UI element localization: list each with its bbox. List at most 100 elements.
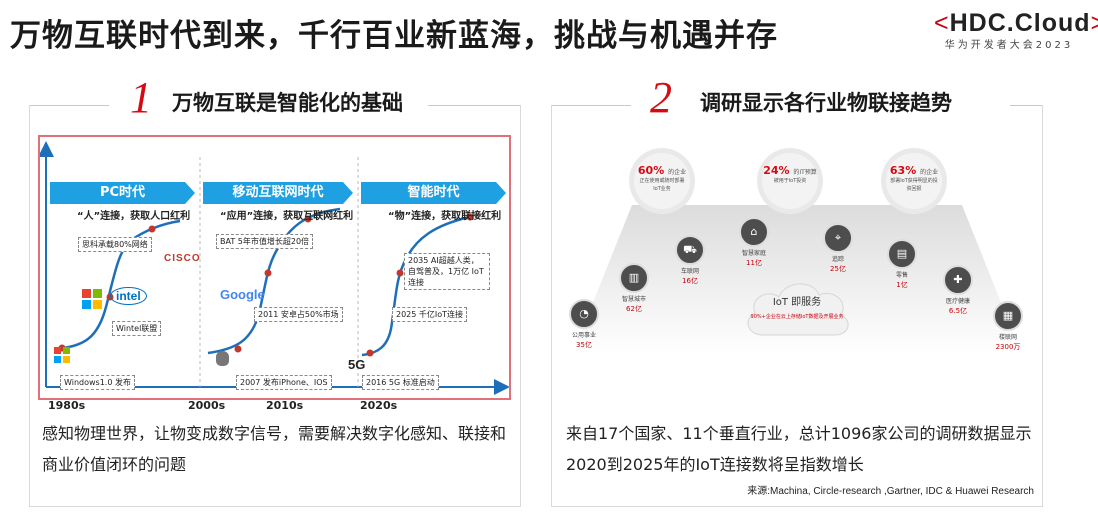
logo-brand: HDC.Cloud bbox=[949, 9, 1091, 37]
cloud-desc: 90%+企业在云上存储IoT数据及开展业务 bbox=[750, 314, 844, 320]
industry-value: 11亿 bbox=[746, 259, 762, 267]
era-tick: 2000s bbox=[188, 399, 226, 412]
milestone-label: Wintel联盟 bbox=[112, 321, 162, 336]
milestone-dot bbox=[148, 225, 156, 233]
left-panel: PC时代 移动互联网时代 智能时代 “人”连接，获取人口红利 “应用”连接，获取… bbox=[29, 105, 521, 507]
car-icon: ⛟ bbox=[675, 235, 705, 265]
milestone-label: 思科承载80%网络 bbox=[78, 237, 152, 252]
industry-value: 62亿 bbox=[626, 305, 642, 313]
left-panel-number: 1 bbox=[130, 73, 152, 122]
milestone-dot bbox=[304, 215, 312, 223]
logo-right-bracket: > bbox=[1091, 9, 1098, 37]
logo-subtitle: 华为开发者大会2023 bbox=[944, 40, 1074, 51]
stat-pct: 24% bbox=[763, 164, 790, 177]
google-logo: Google bbox=[220, 287, 265, 302]
5g-logo: 5G bbox=[348, 357, 366, 372]
building-icon: ▥ bbox=[619, 263, 649, 293]
industry-label: 智慧城市 bbox=[621, 296, 646, 303]
industry-value: 35亿 bbox=[576, 341, 592, 349]
era-pc-subtitle: “人”连接，获取人口红利 bbox=[77, 211, 191, 222]
medical-icon: ✚ bbox=[943, 265, 973, 295]
era-tick: 2010s bbox=[266, 399, 304, 412]
windows-logo bbox=[54, 347, 70, 363]
milestone-label: 2011 安卓占50%市场 bbox=[254, 307, 343, 322]
left-header-line bbox=[29, 105, 109, 106]
stat-desc: 被用于IoT投资 bbox=[773, 178, 807, 184]
milestone-label: 2025 千亿IoT连接 bbox=[392, 307, 468, 322]
right-panel: 60% 的企业 正在使用或随时部署IoT业务 24% 的IT预算 被用于IoT投… bbox=[551, 105, 1043, 507]
right-header-line bbox=[1010, 105, 1043, 106]
right-panel-title: 调研显示各行业物联接趋势 bbox=[700, 91, 952, 115]
smart-era-curve bbox=[361, 215, 471, 357]
milestone-label: 2007 发布iPhone、IOS bbox=[236, 375, 332, 390]
cisco-logo: CISCO bbox=[164, 253, 201, 264]
era-smart-banner: 智能时代 bbox=[361, 182, 506, 204]
stat-desc: 正在使用或随时部署IoT业务 bbox=[639, 178, 685, 192]
industry-smart-city: ▥ 智慧城市 62亿 bbox=[614, 263, 654, 314]
stat-unit: 的IT预算 bbox=[793, 169, 817, 176]
stat-pct: 63% bbox=[889, 164, 917, 177]
logo-left-bracket: < bbox=[934, 9, 950, 37]
location-icon: ⌖ bbox=[823, 223, 853, 253]
milestone-dot bbox=[366, 349, 374, 357]
hdc-cloud-logo: <HDC.Cloud> 华为开发者大会2023 bbox=[934, 8, 1098, 51]
right-caption: 来自17个国家、11个垂直行业，总计1096家公司的调研数据显示2020到202… bbox=[566, 424, 1032, 474]
era-smart-subtitle: “物”连接，获取联接红利 bbox=[388, 211, 502, 222]
left-caption: 感知物理世界，让物变成数字信号，需要解决数字化感知、联接和商业价值闭环的问题 bbox=[42, 424, 507, 474]
mobile-era-curve bbox=[207, 207, 341, 355]
left-header-line bbox=[428, 105, 521, 106]
industry-label: 医疗健康 bbox=[945, 298, 970, 305]
page-title: 万物互联时代到来，千行百业新蓝海，挑战与机遇并存 bbox=[10, 18, 778, 54]
home-icon: ⌂ bbox=[739, 217, 769, 247]
iot-cloud: IoT 即服务 90%+企业在云上存储IoT数据及开展业务 bbox=[741, 275, 853, 341]
cloud-title: IoT 即服务 bbox=[772, 297, 822, 308]
industry-utility: ◔ 公用事业 35亿 bbox=[564, 299, 604, 350]
stat-desc: 部署IoT获得明显的投资回报 bbox=[890, 178, 938, 192]
stat-unit: 的企业 bbox=[668, 169, 687, 176]
right-header-line bbox=[551, 105, 631, 106]
industry-tracking: ⌖ 追踪 25亿 bbox=[818, 223, 858, 274]
industry-retail: ▤ 零售 1亿 bbox=[882, 239, 922, 290]
stat-circle: 63% 的企业 部署IoT获得明显的投资回报 bbox=[886, 153, 942, 209]
era-mobile-banner: 移动互联网时代 bbox=[203, 182, 353, 204]
stat-pct: 60% bbox=[637, 164, 665, 177]
industry-label: 追踪 bbox=[831, 256, 844, 263]
gauge-icon: ◔ bbox=[569, 299, 599, 329]
milestone-label: 2016 5G 标准启动 bbox=[362, 375, 439, 390]
intel-logo: intel bbox=[110, 287, 147, 305]
chart-icon: ▦ bbox=[993, 301, 1023, 331]
stat-unit: 的企业 bbox=[920, 169, 939, 176]
stat-circle: 24% 的IT预算 被用于IoT投资 bbox=[762, 153, 818, 209]
industry-label: 楼联网 bbox=[998, 334, 1017, 341]
milestone-label: Windows1.0 发布 bbox=[60, 375, 135, 390]
industry-value: 16亿 bbox=[682, 277, 698, 285]
era-tick: 2020s bbox=[360, 399, 398, 412]
milestone-dot bbox=[264, 269, 272, 277]
industry-label: 零售 bbox=[895, 272, 908, 279]
apple-logo bbox=[216, 351, 229, 366]
milestone-dot bbox=[396, 269, 404, 277]
milestone-dot bbox=[234, 345, 242, 353]
industry-building: ▦ 楼联网 2300万 bbox=[988, 301, 1028, 352]
windows-logo bbox=[82, 289, 102, 309]
industry-value: 6.5亿 bbox=[948, 307, 968, 315]
stat-circle: 60% 的企业 正在使用或随时部署IoT业务 bbox=[634, 153, 690, 209]
milestone-label: 2035 AI超越人类，自驾普及，1万亿 IoT连接 bbox=[404, 253, 490, 290]
era-pc-banner: PC时代 bbox=[50, 182, 195, 204]
source-note: 来源:Machina, Circle-research ,Gartner, ID… bbox=[747, 486, 1034, 497]
industry-label: 车联网 bbox=[680, 268, 699, 275]
era-mobile-subtitle: “应用”连接，获取互联网红利 bbox=[220, 211, 354, 222]
industry-value: 25亿 bbox=[830, 265, 846, 273]
left-panel-title: 万物互联是智能化的基础 bbox=[172, 91, 403, 115]
industry-vehicle: ⛟ 车联网 16亿 bbox=[670, 235, 710, 286]
timeline-box: PC时代 移动互联网时代 智能时代 “人”连接，获取人口红利 “应用”连接，获取… bbox=[38, 135, 511, 412]
industry-value: 2300万 bbox=[995, 343, 1021, 351]
industry-medical: ✚ 医疗健康 6.5亿 bbox=[938, 265, 978, 316]
industry-label: 智慧家庭 bbox=[741, 250, 766, 257]
right-panel-number: 2 bbox=[650, 73, 672, 122]
industry-value: 1亿 bbox=[896, 281, 908, 289]
retail-icon: ▤ bbox=[887, 239, 917, 269]
era-tick: 1980s bbox=[48, 399, 86, 412]
industry-home: ⌂ 智慧家庭 11亿 bbox=[734, 217, 774, 268]
cloud-icon bbox=[747, 283, 849, 336]
